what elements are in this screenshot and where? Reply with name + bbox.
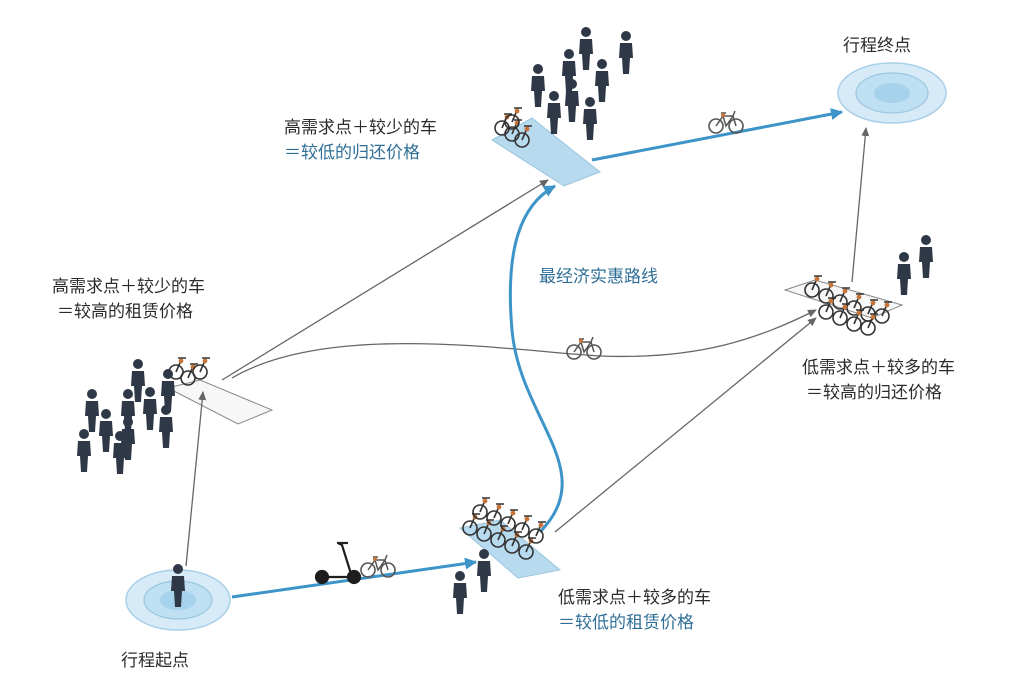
right-station-label: 低需求点＋较多的车 ＝较高的归还价格 bbox=[802, 356, 955, 406]
bottom-station-label: 低需求点＋较多的车 ＝较低的租赁价格 bbox=[558, 586, 711, 636]
top-station-line1: 高需求点＋较少的车 bbox=[284, 118, 437, 138]
scooter-icon bbox=[314, 541, 362, 585]
cheapest-route bbox=[231, 108, 843, 599]
top-station-line2: ＝较低的归还价格 bbox=[284, 143, 420, 163]
docked-bikes-left bbox=[168, 357, 211, 386]
trip-end-label: 行程终点 bbox=[843, 36, 911, 56]
right-station-line2: ＝较高的归还价格 bbox=[806, 383, 942, 403]
left-station-label: 高需求点＋较少的车 ＝较高的租赁价格 bbox=[52, 275, 205, 325]
right-station-line1: 低需求点＋较多的车 bbox=[802, 358, 955, 378]
people-bottom bbox=[453, 549, 491, 614]
left-station-line2: ＝较高的租赁价格 bbox=[57, 302, 193, 322]
top-station-label: 高需求点＋较少的车 ＝较低的归还价格 bbox=[284, 116, 437, 166]
people-right bbox=[897, 235, 933, 295]
bottom-station-line1: 低需求点＋较多的车 bbox=[558, 588, 711, 608]
gray-arrows bbox=[185, 127, 870, 567]
people-left bbox=[77, 359, 175, 474]
trip-start-label: 行程起点 bbox=[121, 651, 189, 671]
bicycle-icon bbox=[708, 110, 744, 134]
docking-station-icon bbox=[166, 379, 274, 425]
left-station-line1: 高需求点＋较少的车 bbox=[52, 277, 205, 297]
location-target-icon bbox=[837, 62, 947, 124]
route-label: 最经济实惠路线 bbox=[539, 267, 658, 287]
bottom-station-line2: ＝较低的租赁价格 bbox=[558, 613, 694, 633]
people-top bbox=[531, 27, 633, 140]
